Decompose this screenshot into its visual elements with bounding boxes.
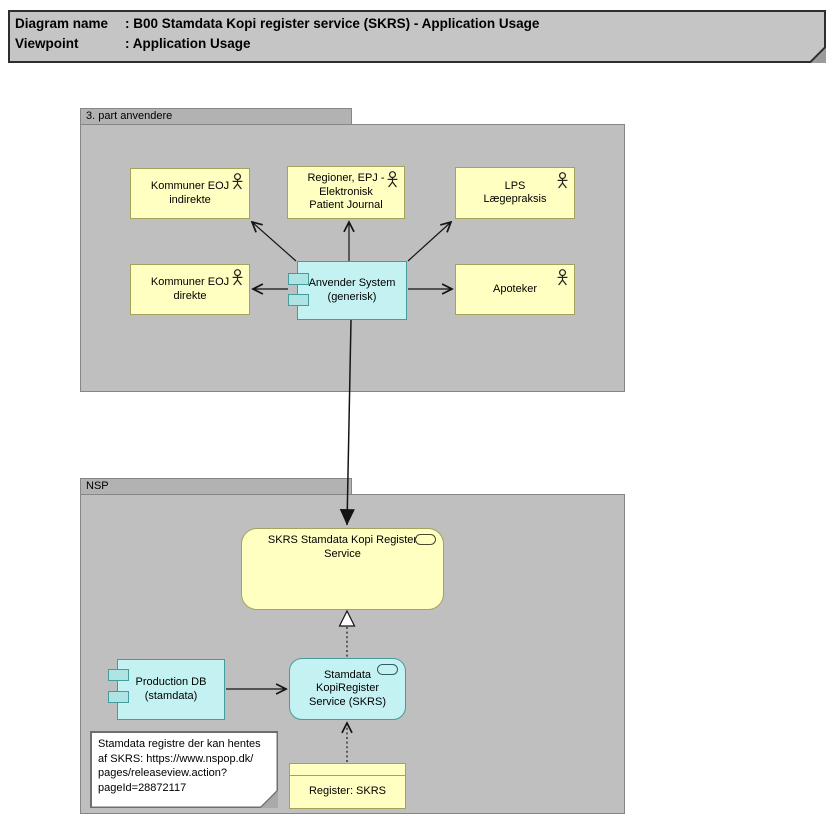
node-regioner-epj: Regioner, EPJ - Elektronisk Patient Jour… [287,166,405,219]
actor-icon [232,173,243,190]
node-kommuner-eoj-indirekte: Kommuner EOJ indirekte [130,168,250,219]
node-label: Apoteker [492,282,538,295]
component-icon [288,273,309,285]
node-label: Anvender System (generisk) [308,277,396,303]
node-skrs-stamdata-kopi-register-service: SKRS Stamdata Kopi Register Service [241,528,444,610]
group-nsp-tab: NSP [80,478,352,495]
node-label: Production DB (stamdata) [135,676,207,702]
diagram-name-label: Diagram name [15,16,109,31]
node-lps-laegepraksis: LPS Lægepraksis [455,167,575,219]
node-label: Stamdata KopiRegister Service (SKRS) [308,668,387,708]
note-background [92,733,277,807]
node-label: Kommuner EOJ direkte [150,276,230,302]
group-third-party-tab: 3. part anvendere [80,108,352,125]
node-apoteker: Apoteker [455,264,575,315]
node-label: Regioner, EPJ - Elektronisk Patient Jour… [307,172,385,212]
title-text: Diagram name : B00 Stamdata Kopi registe… [15,14,539,54]
actor-icon [557,269,568,286]
node-anvender-system: Anvender System (generisk) [288,261,407,320]
group-third-party-body [80,124,625,392]
service-icon [377,664,398,675]
group-third-party-label: 3. part anvendere [86,110,173,122]
node-label: Register: SKRS [308,784,387,797]
component-icon [288,294,309,306]
node-production-db: Production DB (stamdata) [108,659,225,720]
title-note-background [10,12,824,61]
component-icon [108,669,129,681]
note: Stamdata registre der kan hentes af SKRS… [90,731,278,808]
node-label: SKRS Stamdata Kopi Register Service [267,534,418,560]
node-label: LPS Lægepraksis [483,179,547,206]
node-label: Kommuner EOJ indirekte [150,180,230,206]
actor-icon [557,172,568,189]
node-register-skrs: Register: SKRS [289,763,406,809]
title-note: Diagram name : B00 Stamdata Kopi registe… [8,10,826,63]
title-row-diagram-name: Diagram name : B00 Stamdata Kopi registe… [15,14,539,34]
service-icon [415,534,436,545]
note-text: Stamdata registre der kan hentes af SKRS… [98,738,261,794]
actor-icon [232,269,243,286]
viewpoint-value: : Application Usage [125,36,251,51]
actor-icon [387,171,398,188]
viewpoint-label: Viewpoint [15,36,79,51]
diagram-name-value: : B00 Stamdata Kopi register service (SK… [125,16,540,31]
data-object-header-band [290,764,405,776]
component-icon [108,691,129,703]
node-kommuner-eoj-direkte: Kommuner EOJ direkte [130,264,250,315]
title-row-viewpoint: Viewpoint : Application Usage [15,34,539,54]
group-nsp-label: NSP [86,480,109,492]
node-stamdata-kopiregister-service: Stamdata KopiRegister Service (SKRS) [289,658,406,720]
